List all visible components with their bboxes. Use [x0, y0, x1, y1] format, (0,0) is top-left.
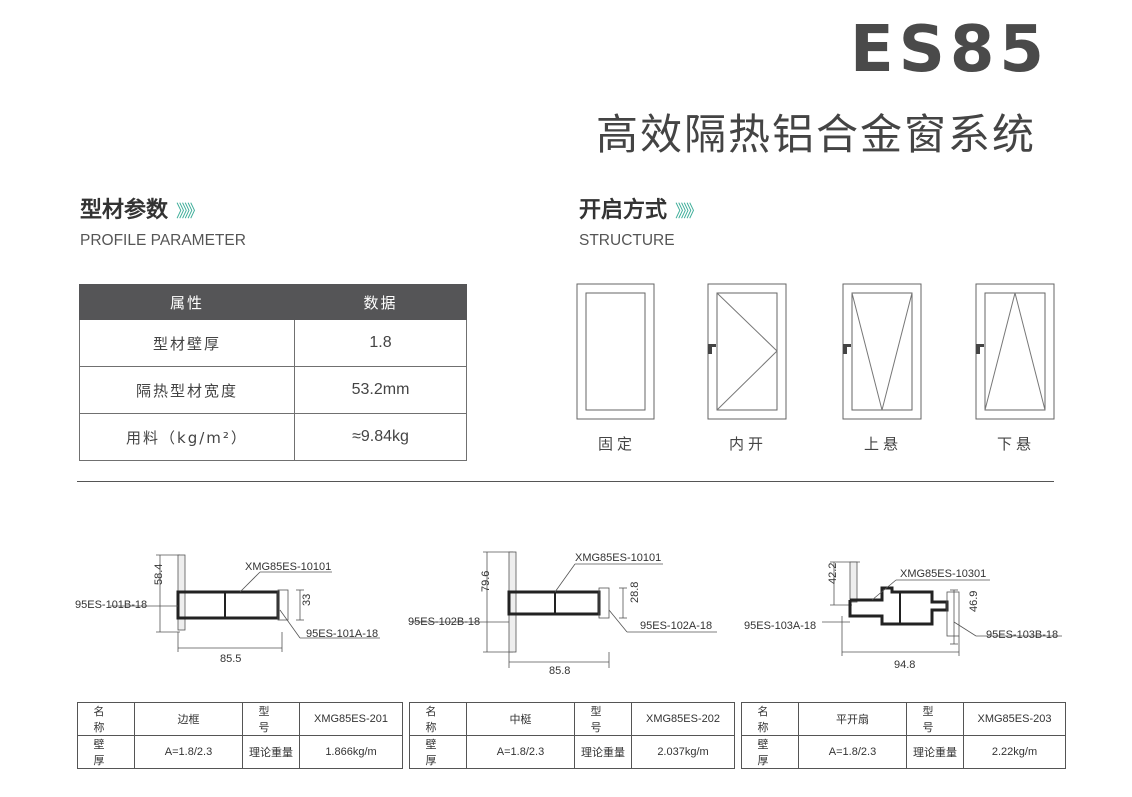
height-dimension: 58.4 [153, 564, 165, 585]
value-model: XMG85ES-202 [631, 702, 735, 736]
value-weight: 1.866kg/m [299, 735, 403, 769]
table-header-row: 属性 数据 [79, 284, 467, 320]
height-dimension: 42.2 [827, 563, 839, 584]
right-part-code: 95ES-103B-18 [986, 629, 1058, 641]
value-weight: 2.22kg/m [963, 735, 1066, 769]
value-wall: A=1.8/2.3 [798, 735, 907, 769]
side-dimension: 46.9 [968, 591, 980, 612]
profile-drawing-frame: 58.4 33 85.5 95ES-101B-18 XMG85ES-10101 … [75, 554, 380, 665]
window-label-inward: 内开 [728, 435, 767, 453]
bottom-hung-icon [975, 283, 1055, 420]
table-row: 名 称 中梃 型 号 XMG85ES-202 [409, 702, 735, 736]
structure-section-title: 开启方式 [579, 198, 668, 223]
value-wall: A=1.8/2.3 [134, 735, 243, 769]
chevrons-icon: 》》》 [176, 202, 204, 222]
chevrons-icon: 》》》 [675, 202, 703, 222]
part-code: XMG85ES-10301 [900, 568, 986, 580]
cell-attr: 型材壁厚 [79, 319, 295, 367]
label-model: 型 号 [906, 702, 964, 736]
inward-casement-icon [707, 283, 787, 420]
table-row: 型材壁厚 1.8 [79, 319, 467, 367]
fixed-window-icon [576, 283, 655, 420]
right-part-code: 95ES-101A-18 [306, 628, 378, 640]
header-attribute: 属性 [79, 284, 295, 320]
section-divider [77, 481, 1054, 482]
table-row: 名 称 边框 型 号 XMG85ES-201 [77, 702, 403, 736]
top-hung-icon [842, 283, 922, 420]
label-name: 名 称 [409, 702, 467, 736]
side-dimension: 33 [301, 594, 313, 606]
header-value: 数据 [294, 284, 467, 320]
profile-section-heading: 型材参数》》》 [80, 198, 204, 223]
table-row: 壁 厚 A=1.8/2.3 理论重量 2.22kg/m [741, 735, 1066, 769]
label-weight: 理论重量 [574, 735, 632, 769]
left-part-code: 95ES-102B-18 [408, 616, 480, 628]
cell-attr: 隔热型材宽度 [79, 366, 295, 414]
profile-section-subtitle: PROFILE PARAMETER [80, 232, 246, 249]
product-subtitle: 高效隔热铝合金窗系统 [596, 110, 1037, 159]
cell-value: ≈9.84kg [294, 413, 467, 461]
width-dimension: 85.5 [220, 653, 241, 665]
profile-drawing-mullion: 79.6 28.8 85.8 95ES-102B-18 XMG85ES-1010… [408, 551, 717, 675]
profile-drawing-sash: 42.2 46.9 94.8 95ES-103A-18 XMG85ES-1030… [744, 561, 1062, 671]
label-wall: 壁 厚 [77, 735, 135, 769]
value-model: XMG85ES-201 [299, 702, 403, 736]
structure-section-subtitle: STRUCTURE [579, 232, 675, 249]
height-dimension: 79.6 [480, 571, 492, 592]
model-title: ES85 [850, 13, 1049, 87]
window-label-top-hung: 上悬 [863, 435, 902, 453]
table-row: 壁 厚 A=1.8/2.3 理论重量 1.866kg/m [77, 735, 403, 769]
width-dimension: 85.8 [549, 665, 570, 675]
cell-value: 1.8 [294, 319, 467, 367]
left-part-code: 95ES-103A-18 [744, 620, 816, 632]
value-name: 中梃 [466, 702, 575, 736]
table-row: 用料（kg/m²） ≈9.84kg [79, 413, 467, 461]
spec-table-sash: 名 称 平开扇 型 号 XMG85ES-203 壁 厚 A=1.8/2.3 理论… [741, 702, 1066, 769]
window-label-bottom-hung: 下悬 [996, 435, 1035, 453]
window-label-fixed: 固定 [597, 435, 636, 453]
table-row: 隔热型材宽度 53.2mm [79, 366, 467, 414]
value-name: 边框 [134, 702, 243, 736]
label-name: 名 称 [741, 702, 799, 736]
value-name: 平开扇 [798, 702, 907, 736]
table-row: 名 称 平开扇 型 号 XMG85ES-203 [741, 702, 1066, 736]
label-model: 型 号 [242, 702, 300, 736]
profile-section-title: 型材参数 [80, 198, 169, 223]
spec-table-frame: 名 称 边框 型 号 XMG85ES-201 壁 厚 A=1.8/2.3 理论重… [77, 702, 403, 769]
label-weight: 理论重量 [906, 735, 964, 769]
window-types-drawing [576, 283, 1055, 420]
value-wall: A=1.8/2.3 [466, 735, 575, 769]
right-part-code: 95ES-102A-18 [640, 620, 712, 632]
cell-value: 53.2mm [294, 366, 467, 414]
structure-section-heading: 开启方式》》》 [579, 198, 703, 223]
table-row: 壁 厚 A=1.8/2.3 理论重量 2.037kg/m [409, 735, 735, 769]
value-model: XMG85ES-203 [963, 702, 1066, 736]
label-name: 名 称 [77, 702, 135, 736]
label-model: 型 号 [574, 702, 632, 736]
width-dimension: 94.8 [894, 659, 915, 671]
value-weight: 2.037kg/m [631, 735, 735, 769]
side-dimension: 28.8 [629, 582, 641, 603]
label-weight: 理论重量 [242, 735, 300, 769]
cell-attr: 用料（kg/m²） [79, 413, 295, 461]
spec-table-mullion: 名 称 中梃 型 号 XMG85ES-202 壁 厚 A=1.8/2.3 理论重… [409, 702, 735, 769]
parameter-table: 属性 数据 型材壁厚 1.8 隔热型材宽度 53.2mm 用料（kg/m²） ≈… [79, 284, 467, 461]
part-code: XMG85ES-10101 [245, 561, 331, 573]
label-wall: 壁 厚 [409, 735, 467, 769]
label-wall: 壁 厚 [741, 735, 799, 769]
left-part-code: 95ES-101B-18 [75, 599, 147, 611]
part-code: XMG85ES-10101 [575, 552, 661, 564]
